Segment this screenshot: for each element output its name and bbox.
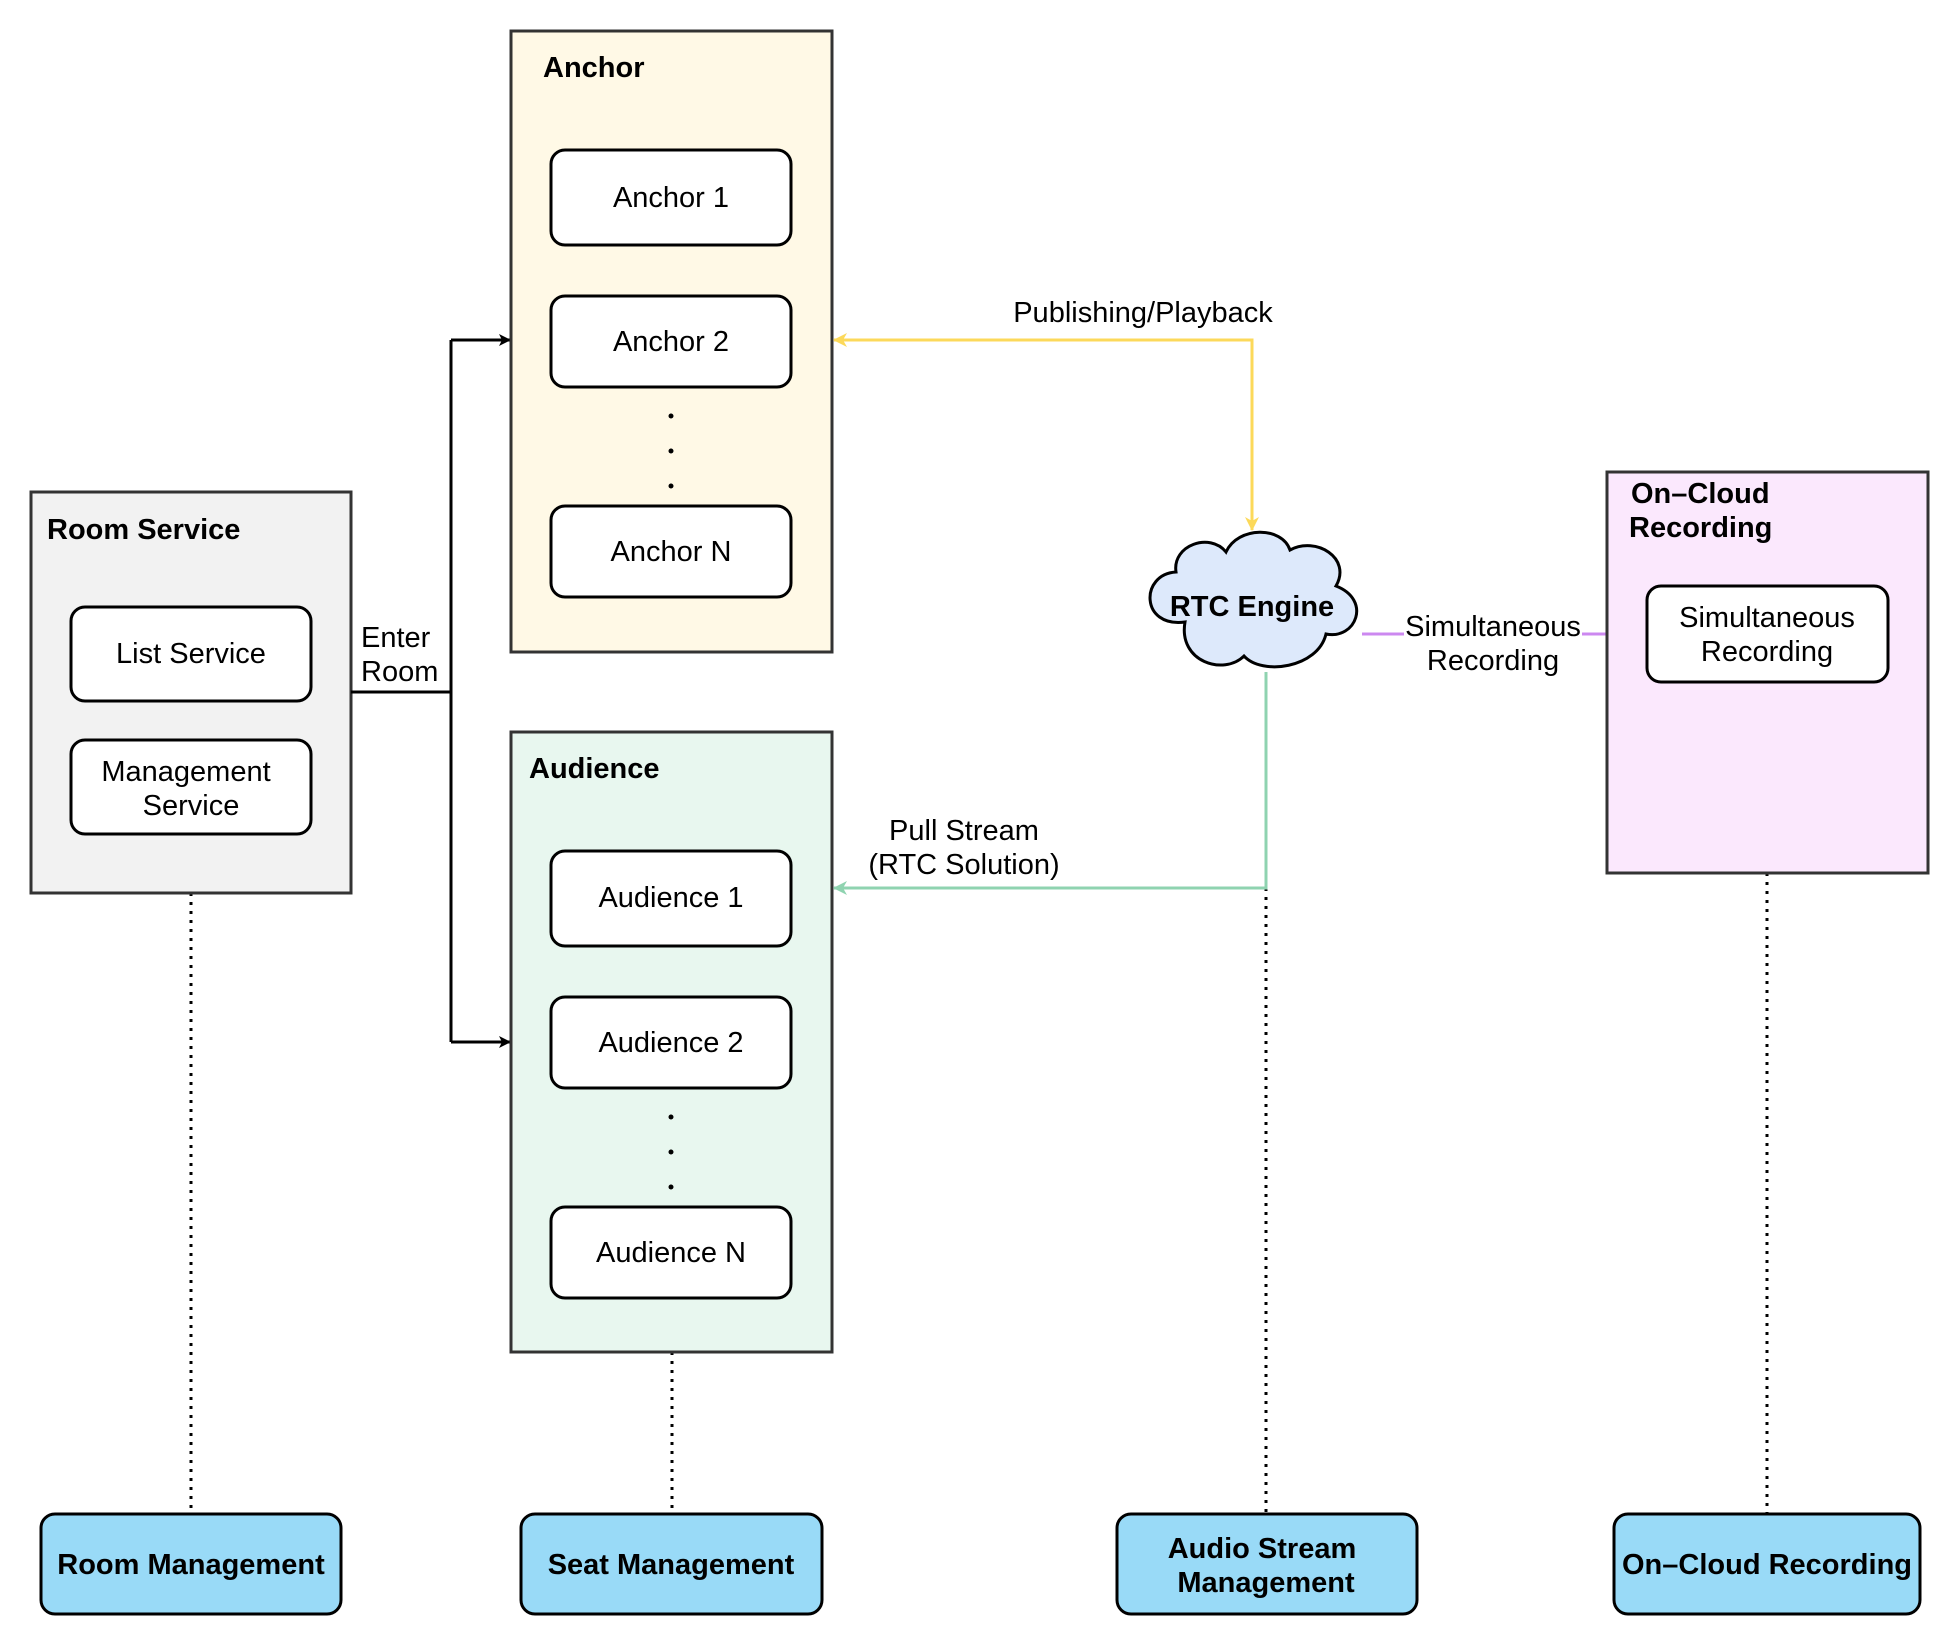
rtc-engine-cloud[interactable]: RTC Engine [1148, 530, 1358, 669]
list-service-label: List Service [116, 638, 266, 670]
publishing-playback-edge: Publishing/Playback [833, 297, 1273, 531]
ellipsis-dot [668, 1149, 674, 1155]
simultaneous-recording-label-line1: Simultaneous [1679, 602, 1855, 634]
recording-edge-label-line1: Simultaneous [1405, 611, 1581, 643]
list-service-box[interactable]: List Service [69, 605, 313, 703]
module-room-management[interactable]: Room Management [39, 1512, 343, 1616]
enter-room-edge: Enter Room [351, 334, 511, 1048]
cloud-recording-container: On–Cloud Recording Simultaneous Recordin… [1605, 470, 1930, 875]
cloud-recording-title-line1: On–Cloud [1631, 478, 1770, 510]
ellipsis-dot [668, 483, 674, 489]
module-audio-stream-label-line2: Management [1177, 1567, 1355, 1599]
module-seat-management-label: Seat Management [548, 1549, 795, 1581]
room-service-container: Room Service List Service Management Ser… [29, 490, 353, 895]
anchor-n-box[interactable]: Anchor N [549, 504, 793, 599]
module-audio-stream-management[interactable]: Audio Stream Management [1115, 1512, 1419, 1616]
publishing-playback-label: Publishing/Playback [1013, 297, 1273, 329]
anchor-1-box[interactable]: Anchor 1 [549, 148, 793, 247]
audience-title: Audience [529, 753, 660, 785]
simultaneous-recording-label-line2: Recording [1701, 636, 1833, 668]
audience-1-label: Audience 1 [598, 882, 743, 914]
anchor-n-label: Anchor N [611, 536, 732, 568]
anchor-2-box[interactable]: Anchor 2 [549, 294, 793, 389]
audience-n-label: Audience N [596, 1237, 746, 1269]
management-service-label: Management [101, 756, 270, 788]
rtc-engine-label: RTC Engine [1170, 591, 1334, 623]
pull-stream-label-line1: Pull Stream [889, 815, 1039, 847]
module-audio-stream-label-line1: Audio Stream [1168, 1533, 1357, 1565]
enter-room-label-line2: Room [361, 656, 438, 688]
recording-edge-label-line2: Recording [1427, 645, 1559, 677]
simultaneous-recording-box[interactable]: Simultaneous Recording [1645, 584, 1890, 684]
audience-2-label: Audience 2 [598, 1027, 743, 1059]
module-on-cloud-recording-label: On–Cloud Recording [1622, 1549, 1912, 1581]
management-service-label-line2: Service [143, 790, 240, 822]
audience-container: Audience Audience 1 Audience 2 Audience … [509, 730, 834, 1354]
ellipsis-dot [668, 1114, 674, 1120]
anchor-2-label: Anchor 2 [613, 326, 729, 358]
ellipsis-dot [668, 448, 674, 454]
pull-stream-edge: Pull Stream (RTC Solution) [833, 672, 1268, 895]
audience-1-box[interactable]: Audience 1 [549, 849, 793, 948]
enter-room-label-line1: Enter [361, 622, 431, 654]
module-on-cloud-recording[interactable]: On–Cloud Recording [1612, 1512, 1922, 1616]
management-service-box[interactable]: Management Service [69, 738, 313, 836]
audience-2-box[interactable]: Audience 2 [549, 995, 793, 1090]
cloud-recording-title-line2: Recording [1629, 512, 1772, 544]
audience-n-box[interactable]: Audience N [549, 1205, 793, 1300]
recording-edge: Simultaneous Recording [1362, 608, 1649, 677]
pull-stream-label-line2: (RTC Solution) [868, 849, 1059, 881]
anchor-container: Anchor Anchor 1 Anchor 2 Anchor N [509, 29, 834, 654]
ellipsis-dot [668, 413, 674, 419]
anchor-title: Anchor [543, 52, 645, 84]
ellipsis-dot [668, 1184, 674, 1190]
anchor-1-label: Anchor 1 [613, 182, 729, 214]
module-room-management-label: Room Management [57, 1549, 325, 1581]
room-service-title: Room Service [47, 514, 240, 546]
module-seat-management[interactable]: Seat Management [519, 1512, 824, 1616]
